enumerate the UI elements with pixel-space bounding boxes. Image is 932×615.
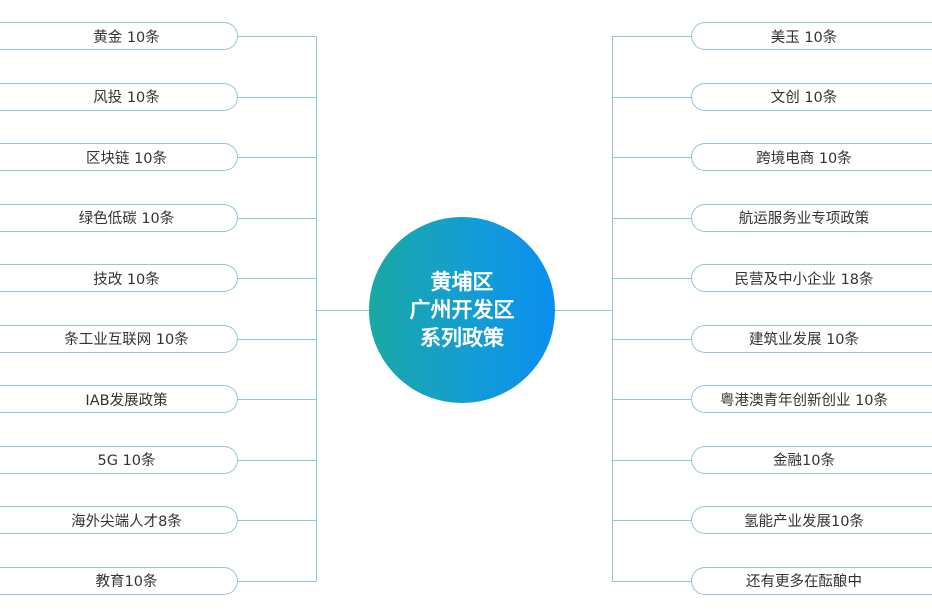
center-line-2: 广州开发区 (409, 298, 515, 322)
right-policy-item: 氢能产业发展10条 (691, 506, 932, 534)
left-policy-item: 区块链 10条 (0, 143, 238, 171)
policy-label: 航运服务业专项政策 (738, 211, 870, 227)
policy-label: 民营及中小企业 18条 (734, 271, 874, 288)
policy-label: 还有更多在酝酿中 (746, 574, 862, 590)
left-policy-item: 条工业互联网 10条 (0, 324, 238, 353)
right-policy-item: 粤港澳青年创新创业 10条 (691, 385, 932, 413)
central-topic-node: 黄埔区 广州开发区 系列政策 (369, 217, 555, 403)
center-line-1: 黄埔区 (430, 270, 494, 294)
right-policy-item: 跨境电商 10条 (691, 143, 932, 171)
left-policy-item: 风投 10条 (0, 82, 238, 111)
policy-label: 区块链 10条 (85, 150, 168, 167)
right-policy-item: 建筑业发展 10条 (691, 324, 932, 353)
policy-label: 建筑业发展 10条 (748, 332, 860, 348)
policy-label: 美玉 10条 (770, 29, 838, 46)
policy-label: 技改 10条 (93, 271, 160, 288)
policy-label: 海外尖端人才8条 (71, 513, 182, 530)
policy-label: 粤港澳青年创新创业 10条 (719, 392, 889, 409)
right-policy-item: 金融10条 (691, 445, 932, 474)
policy-label: 文创 10条 (770, 90, 838, 106)
left-policy-item: 5G 10条 (0, 445, 238, 474)
policy-label: 风投 10条 (93, 90, 160, 106)
left-policy-item: 绿色低碳 10条 (0, 203, 238, 232)
left-policy-item: IAB发展政策 (0, 385, 238, 413)
policy-label: 氢能产业发展10条 (744, 513, 864, 530)
policy-label: 绿色低碳 10条 (78, 211, 175, 227)
policy-label: 教育10条 (95, 574, 158, 590)
left-policy-item: 技改 10条 (0, 264, 238, 292)
right-policy-item: 美玉 10条 (691, 22, 932, 50)
left-policy-item: 教育10条 (0, 566, 238, 595)
right-policy-item: 民营及中小企业 18条 (691, 264, 932, 292)
policy-label: 条工业互联网 10条 (64, 332, 189, 348)
policy-label: 黄金 10条 (93, 29, 160, 46)
policy-label: 金融10条 (773, 453, 835, 469)
left-policy-item: 黄金 10条 (0, 22, 238, 50)
policy-label: 5G 10条 (97, 453, 156, 469)
policy-label: IAB发展政策 (85, 392, 168, 409)
right-policy-item: 文创 10条 (691, 82, 932, 111)
right-policy-item: 还有更多在酝酿中 (691, 566, 932, 595)
right-policy-item: 航运服务业专项政策 (691, 203, 932, 232)
center-line-3: 系列政策 (420, 326, 504, 350)
policy-label: 跨境电商 10条 (756, 150, 852, 167)
left-policy-item: 海外尖端人才8条 (0, 506, 238, 534)
